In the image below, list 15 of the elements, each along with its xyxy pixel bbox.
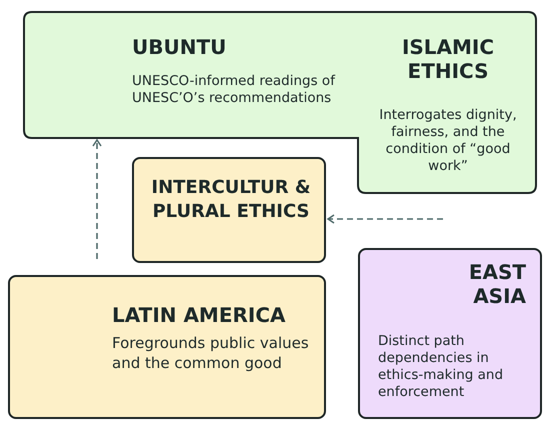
region-heading: UBUNTU [132,35,228,59]
region-heading: INTERCULTUR & PLURAL ETHICS [150,176,312,224]
dashed-arrow [327,214,443,224]
region-box [132,157,326,263]
region-heading: LATIN AMERICA [112,303,286,327]
region-heading: EAST ASIA [468,260,526,308]
region-description: Interrogates dignity, fairness, and the condition of “good work” [378,107,518,175]
region-box [358,248,542,419]
region-heading: ISLAMIC ETHICS [400,35,496,83]
region-description: UNESCO-informed readings of UNESC’O’s recommendations [132,73,336,107]
dashed-arrow [92,139,102,259]
region-description: Foregrounds public values and the common good [112,333,310,373]
region-description: Distinct path dependencies in ethics-making and enforcement [378,333,504,401]
region-panel [23,11,537,194]
region-box [8,275,326,419]
